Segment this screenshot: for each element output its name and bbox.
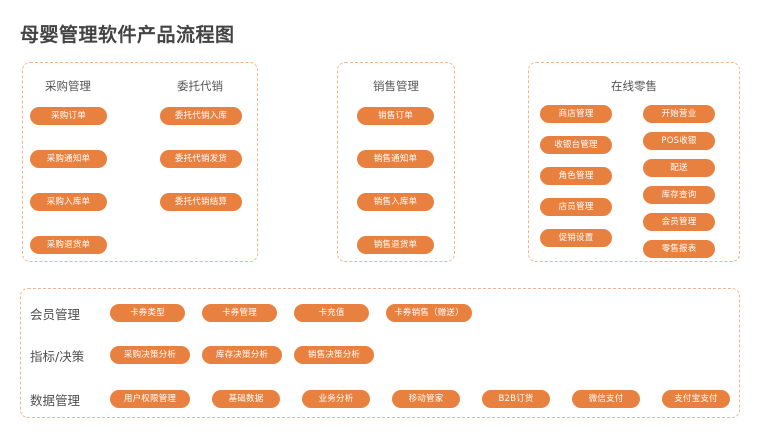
- module-pill[interactable]: 用户权限管理: [110, 390, 190, 408]
- module-pill[interactable]: 委托代销发货: [160, 150, 242, 168]
- module-pill[interactable]: 卡券销售（赠送）: [386, 304, 472, 322]
- module-pill[interactable]: 采购决策分析: [110, 346, 190, 364]
- module-pill[interactable]: 收银台管理: [540, 136, 612, 154]
- module-pill[interactable]: 店员管理: [540, 198, 612, 216]
- module-pill[interactable]: 采购订单: [30, 107, 107, 125]
- column-title: 采购管理: [45, 79, 91, 93]
- panel-heading: 在线零售: [611, 79, 657, 93]
- module-pill[interactable]: 委托代销入库: [160, 107, 242, 125]
- module-pill[interactable]: 销售订单: [357, 107, 434, 125]
- row-label: 数据管理: [30, 393, 81, 408]
- row-label: 指标/决策: [30, 349, 85, 364]
- module-pill[interactable]: 销售通知单: [357, 150, 434, 168]
- module-pill[interactable]: 开始营业: [643, 105, 715, 123]
- module-pill[interactable]: B2B订货: [482, 390, 550, 408]
- module-pill[interactable]: 采购通知单: [30, 150, 107, 168]
- module-pill[interactable]: 采购退货单: [30, 236, 107, 254]
- module-pill[interactable]: 销售入库单: [357, 193, 434, 211]
- module-pill[interactable]: 微信支付: [572, 390, 640, 408]
- module-pill[interactable]: 委托代销结算: [160, 193, 242, 211]
- module-pill[interactable]: 支付宝支付: [662, 390, 730, 408]
- module-pill[interactable]: 零售报表: [643, 240, 715, 258]
- module-pill[interactable]: 移动管家: [392, 390, 460, 408]
- panel-sales-management: [337, 62, 455, 262]
- module-pill[interactable]: 卡充值: [294, 304, 369, 322]
- module-pill[interactable]: 会员管理: [643, 213, 715, 231]
- module-pill[interactable]: 卡券管理: [202, 304, 277, 322]
- module-pill[interactable]: 基础数据: [212, 390, 280, 408]
- module-pill[interactable]: 销售决策分析: [294, 346, 374, 364]
- module-pill[interactable]: 商店管理: [540, 105, 612, 123]
- panel-procurement-consignment: [22, 62, 258, 262]
- module-pill[interactable]: POS收银: [643, 132, 715, 150]
- module-pill[interactable]: 库存决策分析: [202, 346, 282, 364]
- row-label: 会员管理: [30, 307, 81, 322]
- module-pill[interactable]: 卡券类型: [110, 304, 185, 322]
- module-pill[interactable]: 业务分析: [302, 390, 370, 408]
- panel-bottom-modules: [20, 288, 740, 418]
- module-pill[interactable]: 角色管理: [540, 167, 612, 185]
- column-title: 销售管理: [373, 79, 419, 93]
- column-title: 委托代销: [177, 79, 223, 93]
- page-title: 母婴管理软件产品流程图: [20, 24, 235, 46]
- panel-online-retail: [528, 62, 740, 262]
- module-pill[interactable]: 销售退货单: [357, 236, 434, 254]
- module-pill[interactable]: 配送: [643, 159, 715, 177]
- module-pill[interactable]: 库存查询: [643, 186, 715, 204]
- module-pill[interactable]: 采购入库单: [30, 193, 107, 211]
- module-pill[interactable]: 促销设置: [540, 229, 612, 247]
